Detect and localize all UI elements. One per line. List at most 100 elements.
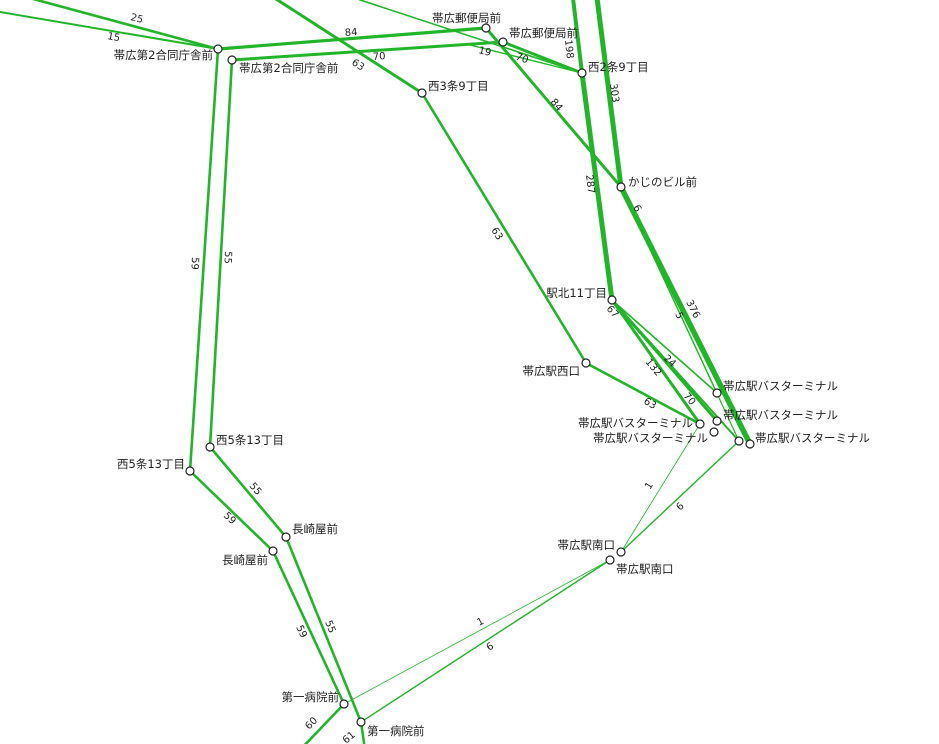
- route-segment: [420, 91, 588, 365]
- stop-label: 帯広郵便局前: [432, 11, 501, 25]
- stop-label: 西3条9丁目: [428, 79, 489, 93]
- stop-marker-obihiro-station-south-a[interactable]: [616, 547, 626, 557]
- route-segment: [618, 184, 753, 447]
- stop-label: 帯広駅西口: [523, 364, 581, 378]
- route-segment: [208, 445, 288, 539]
- stop-marker-bus-terminal-f[interactable]: [745, 439, 755, 449]
- flow-label: 55: [322, 619, 337, 635]
- route-segment: [271, 549, 346, 706]
- flow-label: 63: [488, 226, 504, 243]
- flow-label: 59: [189, 257, 200, 270]
- stop-marker-layer[interactable]: [185, 23, 755, 727]
- route-segment: [230, 40, 505, 62]
- route-segment: [274, 0, 424, 95]
- route-segment: [610, 298, 702, 426]
- route-segment: [360, 559, 611, 723]
- stop-marker-bus-terminal-d[interactable]: [709, 427, 719, 437]
- flow-label: 70: [372, 51, 385, 63]
- stop-label: 帯広第2合同庁舎前: [114, 48, 213, 62]
- flow-label: 1: [475, 616, 486, 629]
- route-segment: [610, 298, 719, 423]
- flow-label: 55: [222, 251, 233, 264]
- stop-label: 第一病院前: [367, 724, 425, 738]
- route-segment: [484, 26, 623, 189]
- stop-marker-government-office-a[interactable]: [213, 44, 223, 54]
- flow-label: 6: [674, 501, 686, 513]
- stop-marker-ekikita-11chome[interactable]: [607, 295, 617, 305]
- stop-label: 西2条9丁目: [588, 60, 649, 74]
- stop-marker-government-office-b[interactable]: [227, 55, 237, 65]
- stop-label: 帯広駅バスターミナル: [578, 416, 693, 430]
- stop-label: かじのビル前: [628, 175, 697, 189]
- stop-marker-obihiro-station-south-b[interactable]: [605, 555, 615, 565]
- stop-marker-daiichi-hospital-b[interactable]: [356, 717, 366, 727]
- stop-label: 帯広駅バスターミナル: [593, 431, 708, 445]
- flow-label: 61: [341, 730, 358, 744]
- flow-label: 60: [303, 715, 320, 732]
- route-segment: [620, 186, 740, 442]
- flow-label: 19: [477, 45, 492, 59]
- flow-label: 63: [642, 396, 659, 412]
- route-segment: [0, 11, 219, 50]
- stop-marker-obihiro-post-office-b[interactable]: [498, 37, 508, 47]
- route-segment: [469, 44, 583, 74]
- stop-marker-nishi2jo-9chome[interactable]: [577, 68, 587, 78]
- route-segment: [284, 535, 363, 724]
- stop-marker-nagasakiya-b[interactable]: [268, 546, 278, 556]
- flow-label: 84: [344, 27, 357, 39]
- stop-marker-obihiro-post-office-a[interactable]: [481, 23, 491, 33]
- flow-label: 25: [129, 12, 144, 26]
- stop-label: 西5条13丁目: [216, 433, 284, 447]
- stop-marker-nagasakiya-a[interactable]: [281, 532, 291, 542]
- stop-label: 帯広郵便局前: [509, 26, 578, 40]
- route-segment: [584, 361, 702, 426]
- stop-label: 長崎屋前: [222, 553, 268, 567]
- flow-label: 6: [630, 203, 643, 214]
- flow-label: 132: [643, 357, 664, 379]
- flow-label: 287: [583, 174, 596, 194]
- flow-label: 84: [548, 97, 565, 114]
- route-segment: [579, 70, 615, 303]
- route-segment: [208, 58, 234, 449]
- route-layer: [0, 0, 753, 744]
- flow-label: 198: [562, 39, 575, 59]
- stop-marker-obihiro-station-west[interactable]: [581, 358, 591, 368]
- route-segment: [188, 47, 220, 473]
- route-segment: [501, 40, 584, 75]
- route-segment: [620, 440, 740, 553]
- flow-label: 6: [485, 641, 496, 654]
- stop-label-layer: 帯広郵便局前 帯広郵便局前 帯広第2合同庁舎前 帯広第2合同庁舎前 西2条9丁目…: [114, 11, 870, 738]
- route-segment: [188, 469, 275, 553]
- route-segment: [216, 26, 488, 51]
- flow-label: 15: [106, 31, 120, 44]
- route-segment: [571, 0, 584, 75]
- stop-label: 帯広駅バスターミナル: [723, 379, 838, 393]
- stop-label: 駅北11丁目: [546, 286, 607, 300]
- stop-label: 帯広第2合同庁舎前: [239, 61, 338, 75]
- stop-marker-bus-terminal-a[interactable]: [712, 388, 722, 398]
- stop-marker-nishi3jo-9chome[interactable]: [417, 88, 427, 98]
- flow-label: 1: [643, 480, 656, 491]
- flow-label: 59: [293, 624, 308, 640]
- flow-label: 70: [514, 52, 530, 67]
- route-segment: [31, 0, 220, 51]
- stop-label: 帯広駅バスターミナル: [723, 408, 838, 422]
- stop-label: 帯広駅南口: [558, 538, 616, 552]
- stop-marker-nishi5jo-13chome-b[interactable]: [185, 466, 195, 476]
- stop-marker-nishi5jo-13chome-a[interactable]: [205, 442, 215, 452]
- stop-marker-bus-terminal-e[interactable]: [734, 436, 744, 446]
- stop-marker-bus-terminal-c[interactable]: [695, 419, 705, 429]
- route-segment: [594, 0, 624, 190]
- stop-marker-bus-terminal-b[interactable]: [712, 416, 722, 426]
- route-segment: [303, 702, 346, 744]
- route-segment: [357, 0, 583, 74]
- flow-label: 303: [607, 83, 621, 103]
- stop-marker-daiichi-hospital-a[interactable]: [339, 699, 349, 709]
- route-segment: [611, 299, 718, 394]
- flow-label: 63: [349, 57, 366, 73]
- route-segment: [359, 720, 366, 744]
- stop-label: 帯広駅南口: [616, 562, 674, 576]
- stop-label: 第一病院前: [282, 690, 340, 704]
- stop-marker-kajino-building[interactable]: [616, 182, 626, 192]
